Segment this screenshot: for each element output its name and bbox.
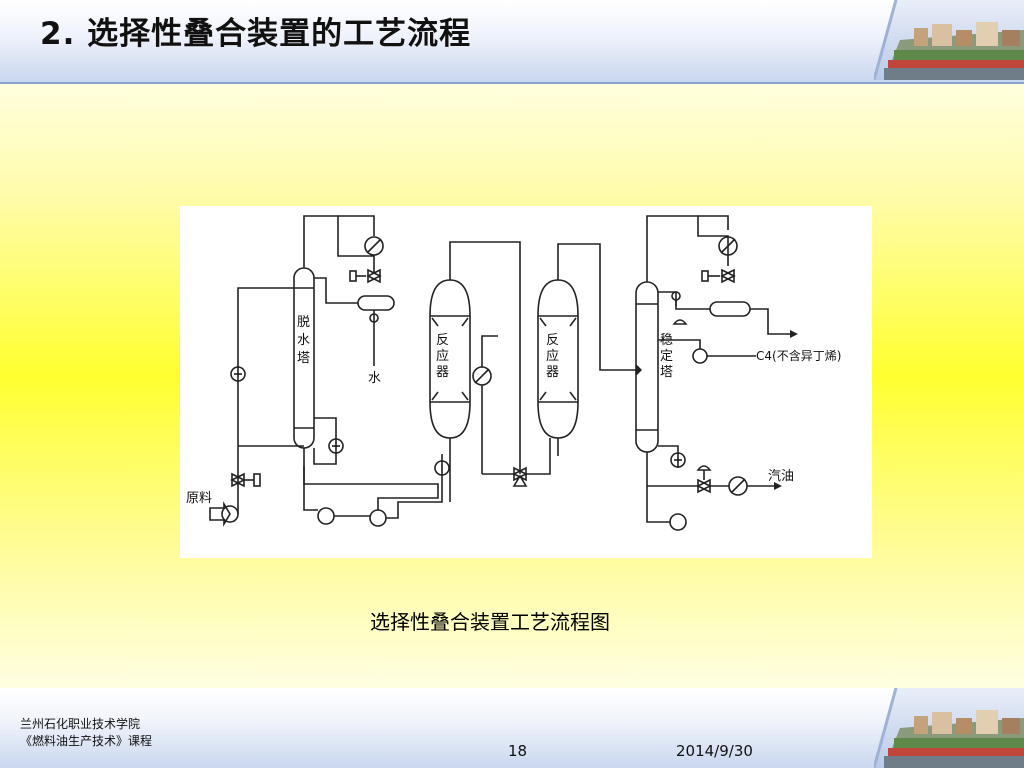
feed-label: 原料: [186, 491, 212, 506]
tower1-label-3: 塔: [297, 351, 310, 366]
pump-1: [317, 507, 335, 525]
slide-title: 2. 选择性叠合装置的工艺流程: [40, 16, 472, 52]
reactor1-label-3: 器: [436, 365, 449, 380]
footer-college: 兰州石化职业技术学院: [20, 717, 141, 731]
separator-drum: [357, 295, 395, 311]
slide-header: 2. 选择性叠合装置的工艺流程: [0, 0, 1024, 84]
reboiler-right: [670, 452, 686, 468]
flow-diagram-svg: 脱 水 塔 反 应 器 反 应 器 稳 定 塔 水 原料 C4(不含异丁烯) 汽…: [186, 215, 841, 531]
slide-footer: [0, 688, 1024, 768]
footer-organization: 兰州石化职业技术学院 《燃料油生产技术》课程: [20, 716, 152, 750]
pump-2: [369, 509, 387, 527]
condenser-icon: [364, 236, 384, 256]
pump-reactor-1: [434, 460, 450, 476]
tower2-label-2: 定: [660, 349, 673, 364]
reactor2-label-2: 应: [546, 348, 559, 364]
diagram-caption: 选择性叠合装置工艺流程图: [370, 610, 610, 634]
tower1-label-1: 脱: [297, 315, 310, 330]
gasoline-label: 汽油: [768, 469, 794, 484]
pump-symbol-right: I: [677, 456, 680, 466]
pump-symbol-reactor: I: [441, 464, 444, 474]
pump-symbol-left: I: [237, 370, 240, 380]
slide-date: 2014/9/30: [676, 742, 753, 760]
heat-exchanger-left: [230, 366, 246, 382]
reactor1-label-2: 应: [436, 348, 449, 364]
c4-label: C4(不含异丁烯): [756, 348, 841, 363]
reactor2-label-1: 反: [546, 333, 559, 348]
tower2-label-1: 稳: [660, 332, 673, 348]
stabilizer-tower: [635, 281, 659, 453]
footer-course: 《燃料油生产技术》课程: [20, 734, 153, 748]
campus-photo-top: [874, 0, 1024, 80]
tower1-label-2: 水: [297, 333, 310, 348]
reboiler-icon: [328, 438, 344, 454]
process-flow-diagram: 脱 水 塔 反 应 器 反 应 器 稳 定 塔 水 原料 C4(不含异丁烯) 汽…: [180, 206, 872, 558]
pump-symbol-reboiler: I: [335, 442, 338, 452]
page-number: 18: [508, 742, 528, 760]
pump-c4: [692, 348, 708, 364]
tower2-label-3: 塔: [660, 365, 673, 380]
campus-photo-bottom: [874, 688, 1024, 768]
reactor1-label-1: 反: [436, 333, 449, 348]
pump-bottoms: [669, 513, 687, 531]
water-label: 水: [368, 371, 381, 386]
reactor2-label-3: 器: [546, 365, 559, 380]
reflux-drum: [709, 301, 751, 317]
condenser-right: [718, 236, 738, 256]
